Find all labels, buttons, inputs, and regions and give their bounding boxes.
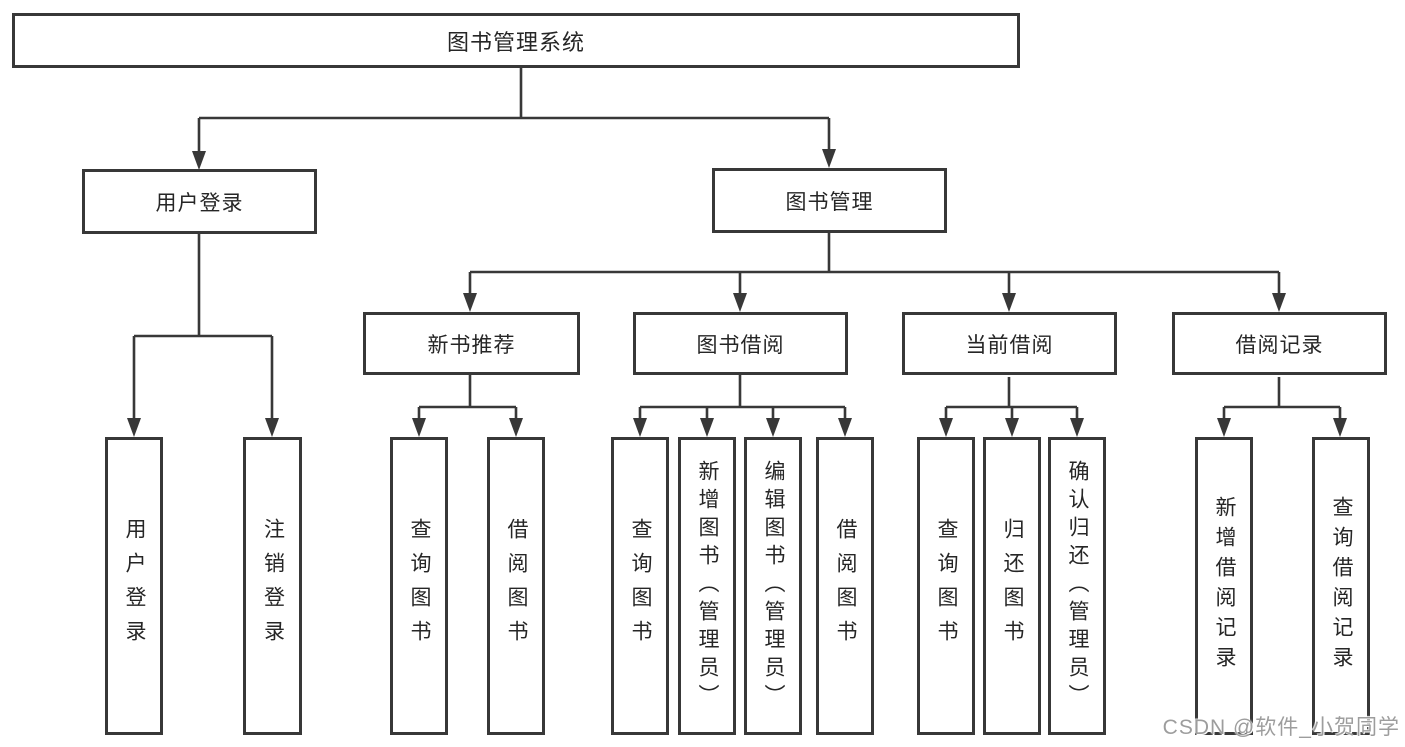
node-label: 注销登录 — [261, 518, 285, 654]
leaf-current-return-book: 归还图书 — [983, 437, 1041, 735]
node-label: 查询图书 — [408, 518, 432, 654]
node-label: 查询图书 — [935, 518, 959, 654]
leaf-recommend-query-books: 查询图书 — [390, 437, 448, 735]
leaf-current-query-books: 查询图书 — [917, 437, 975, 735]
node-root: 图书管理系统 — [12, 13, 1020, 68]
node-label: 新书推荐 — [427, 333, 516, 357]
node-label: 确认归还（管理员） — [1066, 460, 1090, 712]
leaf-logout: 注销登录 — [243, 437, 302, 735]
node-label: 编辑图书（管理员） — [762, 460, 786, 712]
node-label: 用户登录 — [155, 191, 244, 215]
leaf-borrow-borrow-books: 借阅图书 — [816, 437, 874, 735]
leaf-user-login: 用户登录 — [105, 437, 163, 735]
node-label: 新增借阅记录 — [1213, 496, 1237, 676]
edge-book-borrow — [638, 375, 847, 419]
leaf-borrow-add-book-admin: 新增图书（管理员） — [678, 437, 736, 735]
node-label: 借阅图书 — [505, 518, 529, 654]
node-book-management: 图书管理 — [712, 168, 947, 233]
node-borrow-records: 借阅记录 — [1172, 312, 1387, 375]
leaf-current-confirm-return-admin: 确认归还（管理员） — [1048, 437, 1106, 735]
node-current-borrow: 当前借阅 — [902, 312, 1117, 375]
node-label: 图书借阅 — [696, 333, 785, 357]
node-label: 当前借阅 — [965, 333, 1054, 357]
edge-root — [197, 68, 831, 152]
edge-borrow-records — [1222, 377, 1342, 419]
leaf-borrow-query-books: 查询图书 — [611, 437, 669, 735]
node-label: 借阅记录 — [1235, 333, 1324, 357]
edge-current-borrow — [944, 377, 1079, 419]
node-label: 用户登录 — [123, 518, 147, 654]
watermark: CSDN @软件_小贺同学 — [1162, 716, 1400, 739]
node-book-borrow: 图书借阅 — [633, 312, 848, 375]
node-label: 新增图书（管理员） — [696, 460, 720, 712]
node-label: 归还图书 — [1001, 518, 1025, 654]
leaf-records-add-record: 新增借阅记录 — [1195, 437, 1253, 735]
node-user-login: 用户登录 — [82, 169, 317, 234]
node-label: 查询借阅记录 — [1330, 496, 1354, 676]
edge-new-book-recommend — [417, 375, 518, 419]
node-label: 查询图书 — [629, 518, 653, 654]
leaf-records-query-record: 查询借阅记录 — [1312, 437, 1370, 735]
leaf-borrow-edit-book-admin: 编辑图书（管理员） — [744, 437, 802, 735]
edge-user-login — [132, 234, 274, 419]
node-label: 借阅图书 — [834, 518, 858, 654]
node-new-book-recommend: 新书推荐 — [363, 312, 580, 375]
node-label: 图书管理系统 — [446, 29, 585, 55]
edge-book-management — [468, 233, 1281, 294]
leaf-recommend-borrow-books: 借阅图书 — [487, 437, 545, 735]
node-label: 图书管理 — [785, 190, 874, 214]
